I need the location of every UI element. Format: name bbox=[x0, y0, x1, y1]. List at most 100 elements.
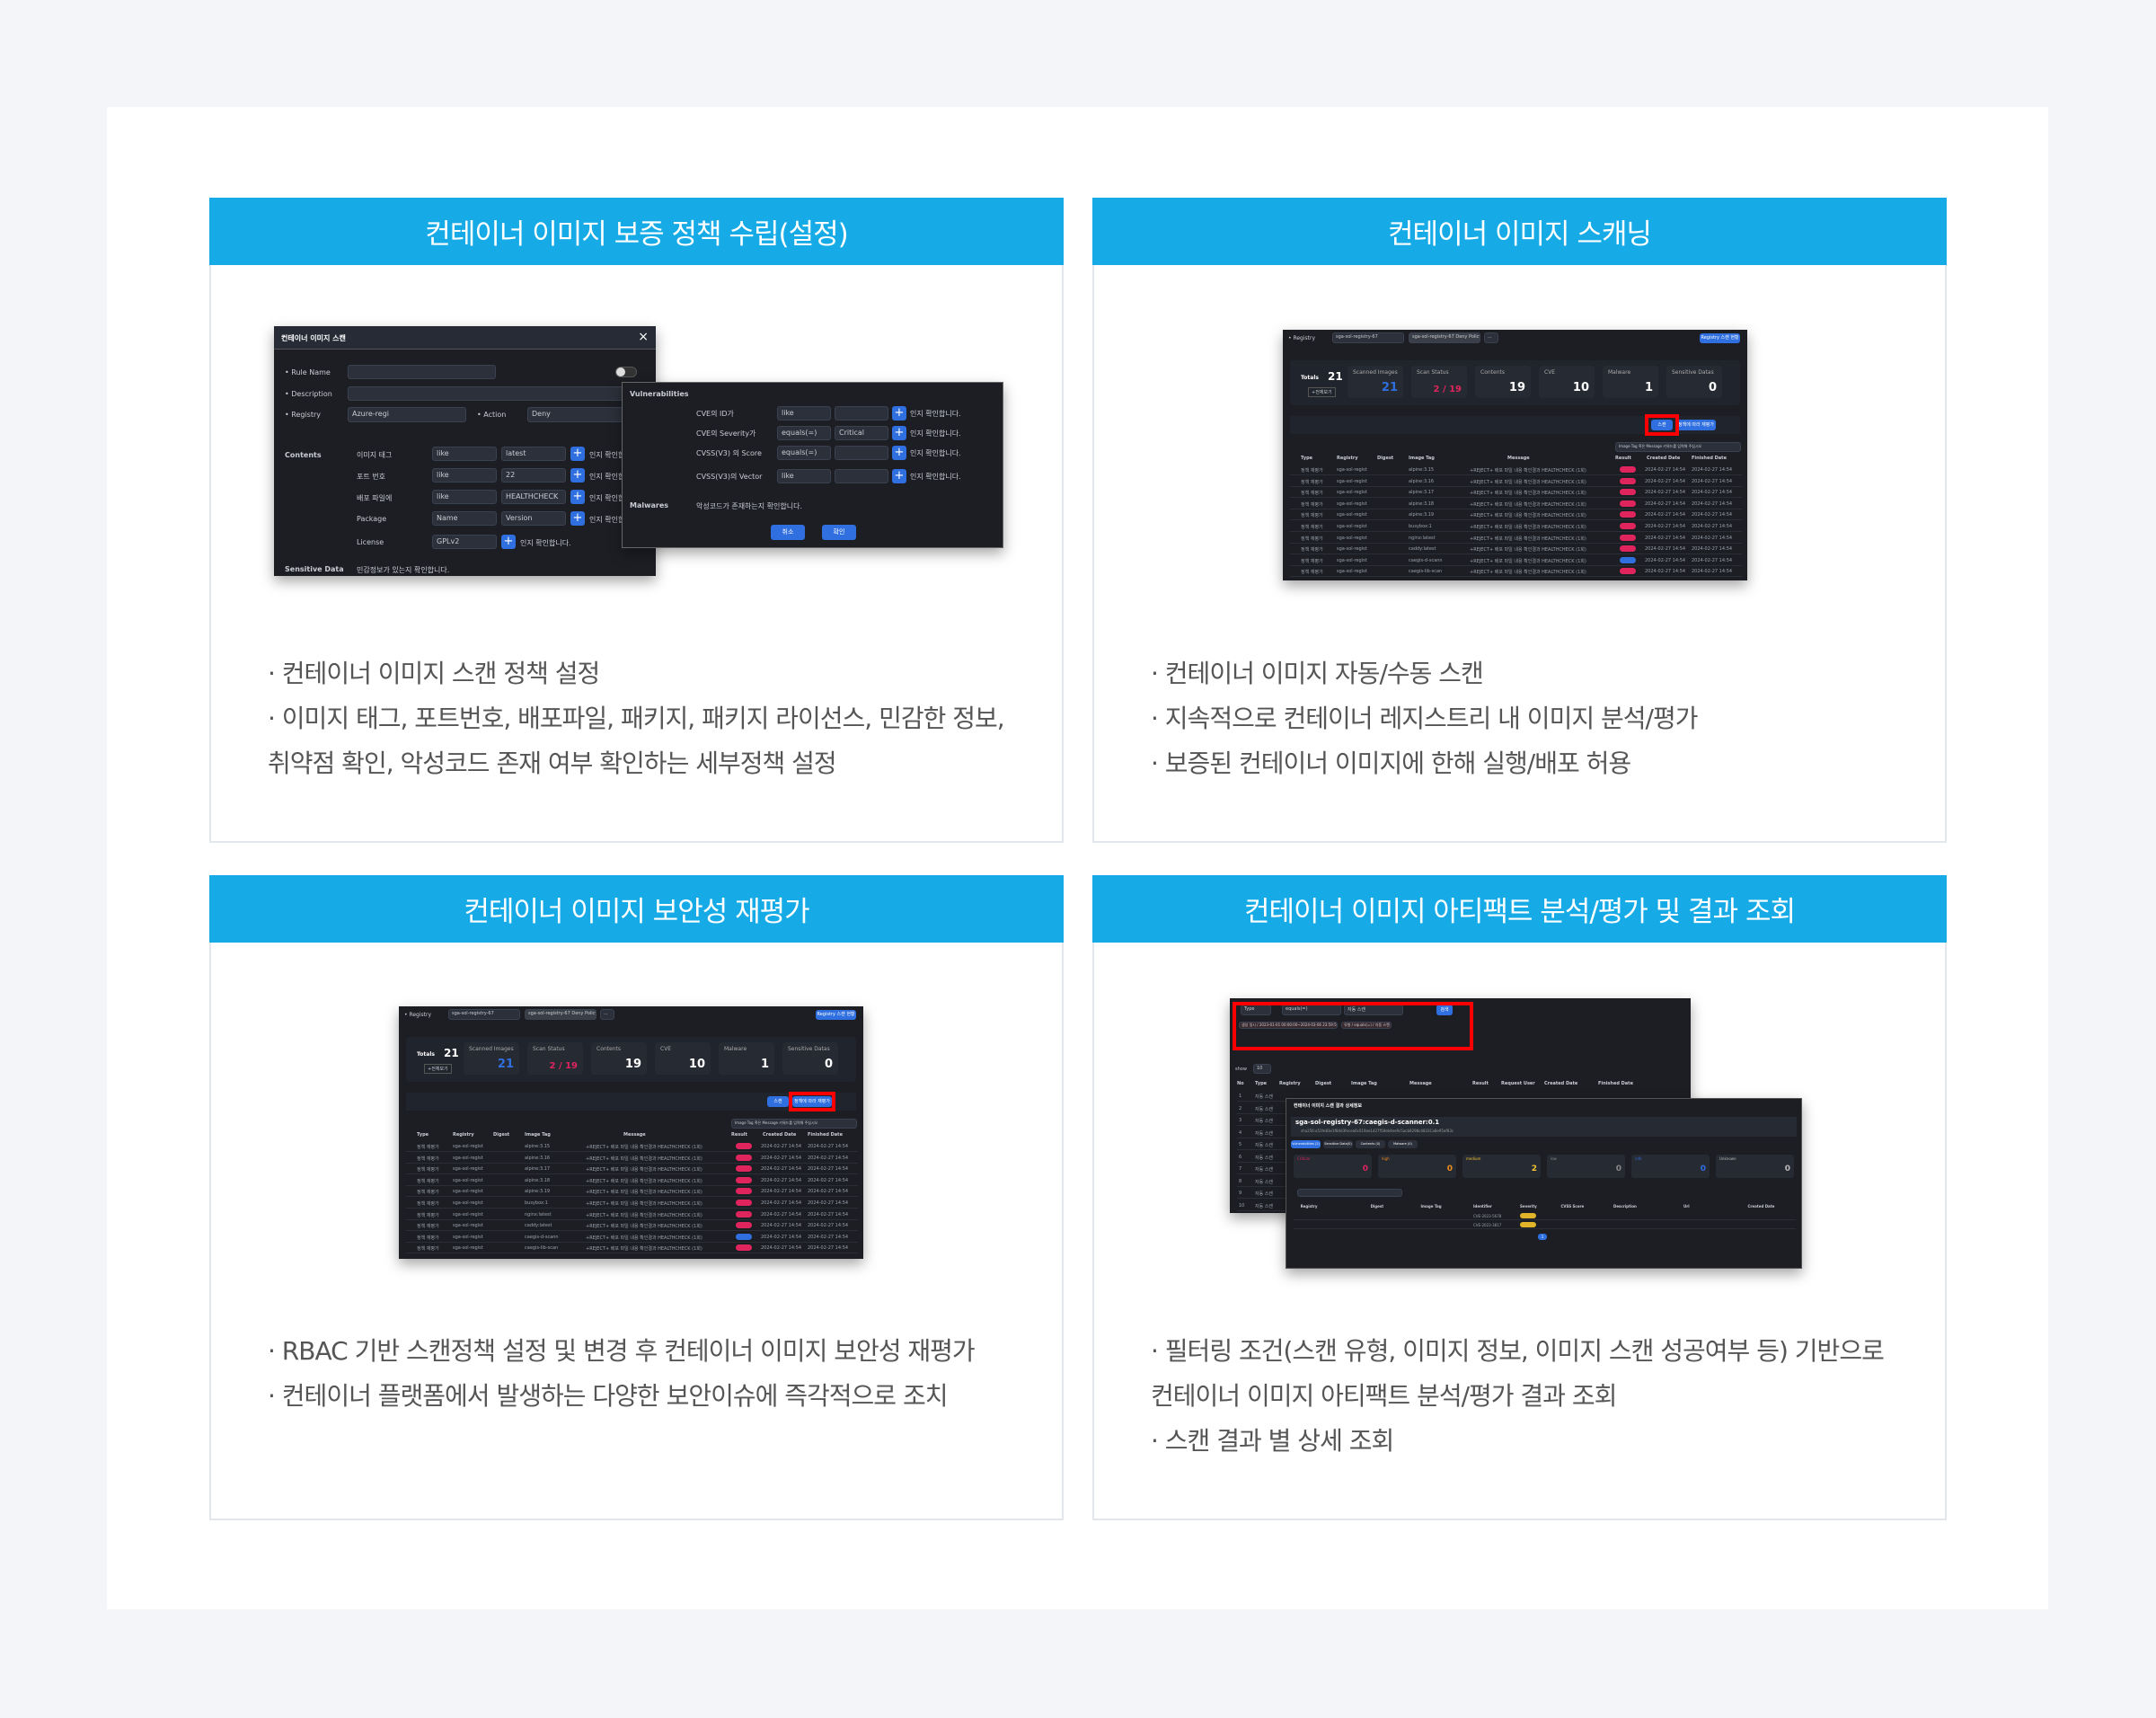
add-icon[interactable]: + bbox=[570, 490, 585, 504]
operator-select[interactable]: Name bbox=[432, 511, 497, 526]
scan-button[interactable]: 스캔 bbox=[1651, 420, 1673, 430]
detail-row[interactable]: CVE-2023-5678 bbox=[1294, 1212, 1796, 1220]
search-input[interactable]: Image Tag 혹은 Message 키워드를 입력해 주십시오 bbox=[731, 1119, 857, 1129]
entries-select[interactable]: 10 bbox=[1253, 1064, 1271, 1074]
column-header[interactable]: Result bbox=[1615, 456, 1631, 461]
column-header[interactable]: Digest bbox=[1370, 1204, 1384, 1209]
column-header[interactable]: Registry bbox=[1279, 1081, 1301, 1086]
column-header[interactable]: Url bbox=[1683, 1204, 1690, 1209]
license-checkbox[interactable]: License bbox=[357, 538, 384, 546]
registry-select[interactable]: Azure-regi bbox=[348, 407, 466, 422]
column-header[interactable]: Type bbox=[417, 1132, 429, 1138]
vuln-checkbox[interactable]: CVE의 Severity가 bbox=[696, 430, 756, 438]
column-header[interactable]: CVSS Score bbox=[1560, 1204, 1585, 1209]
content-checkbox[interactable]: 배포 파일에 bbox=[357, 494, 393, 502]
registry-select[interactable]: sga-sol-registry-67 bbox=[448, 1009, 520, 1020]
value-input[interactable]: 22 bbox=[501, 468, 566, 483]
column-header[interactable]: Finished Date bbox=[808, 1132, 843, 1138]
add-icon[interactable]: + bbox=[892, 446, 906, 460]
rule-name-input[interactable] bbox=[348, 365, 496, 379]
pagination-page[interactable]: 1 bbox=[1538, 1234, 1547, 1240]
column-header[interactable]: Finished Date bbox=[1598, 1081, 1633, 1086]
content-checkbox[interactable]: Package bbox=[357, 515, 387, 523]
column-header[interactable]: Digest bbox=[1315, 1081, 1332, 1086]
content-checkbox[interactable]: 포트 번호 bbox=[357, 473, 385, 481]
column-header[interactable]: Message bbox=[1507, 456, 1530, 461]
column-header[interactable]: Registry bbox=[1300, 1204, 1318, 1209]
column-header[interactable]: Result bbox=[731, 1132, 747, 1138]
column-header[interactable]: Created Date bbox=[1647, 456, 1681, 461]
show-all-button[interactable]: +전체보기 bbox=[1308, 387, 1336, 397]
detail-tab[interactable]: Malware (0) bbox=[1388, 1140, 1418, 1148]
vuln-checkbox[interactable]: CVSS(V3)의 Vector bbox=[696, 473, 763, 481]
operator-select[interactable]: like bbox=[432, 447, 497, 461]
search-input[interactable]: Image Tag 혹은 Message 키워드를 입력해 주십시오 bbox=[1615, 442, 1741, 452]
column-header[interactable]: Created Date bbox=[763, 1132, 797, 1138]
operator-select[interactable]: like bbox=[432, 468, 497, 483]
column-header[interactable]: Type bbox=[1301, 456, 1313, 461]
column-header[interactable]: Image Tag bbox=[1351, 1081, 1377, 1086]
detail-tab[interactable]: Sensitive Data(0) bbox=[1323, 1140, 1353, 1148]
column-header[interactable]: No bbox=[1237, 1081, 1244, 1086]
column-header[interactable]: Created Date bbox=[1747, 1204, 1775, 1209]
confirm-button[interactable]: 확인 bbox=[822, 525, 856, 540]
search-button[interactable]: 검색 bbox=[1436, 1005, 1453, 1015]
detail-row[interactable]: CVE-2023-3817 bbox=[1294, 1221, 1796, 1229]
filter-chip[interactable]: 유형 / equals(=) / 자동 스캔 × bbox=[1341, 1022, 1392, 1029]
license-input[interactable]: GPLv2 bbox=[432, 535, 497, 549]
operator-select[interactable]: equals(=) bbox=[777, 426, 831, 440]
column-header[interactable]: Severity bbox=[1520, 1204, 1537, 1209]
add-icon[interactable]: + bbox=[892, 406, 906, 421]
more-button[interactable]: ... bbox=[600, 1009, 614, 1020]
column-header[interactable]: Image Tag bbox=[1420, 1204, 1442, 1209]
rescan-button[interactable]: 정책에 따라 재평가 bbox=[1676, 420, 1716, 430]
scan-button[interactable]: 스캔 bbox=[767, 1096, 789, 1107]
value-input[interactable]: HEALTHCHECK bbox=[501, 490, 566, 504]
column-header[interactable]: Registry bbox=[1337, 456, 1358, 461]
detail-search-input[interactable] bbox=[1297, 1189, 1402, 1197]
value-input[interactable]: latest bbox=[501, 447, 566, 461]
column-header[interactable]: Image Tag bbox=[1409, 456, 1435, 461]
enable-toggle[interactable] bbox=[615, 367, 637, 377]
detail-tab[interactable]: Contents (0) bbox=[1356, 1140, 1385, 1148]
filter-chip[interactable]: 생성 일시 / 2023-01-01 00:00:00~2024-03-06 2… bbox=[1239, 1022, 1338, 1029]
column-header[interactable]: Description bbox=[1613, 1204, 1637, 1209]
value-input[interactable] bbox=[835, 446, 888, 460]
registry-scan-button[interactable]: Registry 스캔 현황 bbox=[816, 1010, 856, 1020]
column-header[interactable]: Message bbox=[1409, 1081, 1432, 1086]
add-icon[interactable]: + bbox=[570, 511, 585, 526]
column-header[interactable]: Digest bbox=[493, 1132, 510, 1138]
column-header[interactable]: Type bbox=[1255, 1081, 1268, 1086]
value-input[interactable] bbox=[835, 469, 888, 483]
operator-select[interactable]: like bbox=[777, 406, 831, 421]
add-icon[interactable]: + bbox=[570, 468, 585, 483]
column-header[interactable]: Message bbox=[623, 1132, 646, 1138]
operator-select[interactable]: equals(=) bbox=[777, 446, 831, 460]
operator-select[interactable]: like bbox=[432, 490, 497, 504]
value-input[interactable] bbox=[835, 406, 888, 421]
registry-select[interactable]: sga-sol-registry-67 bbox=[1332, 332, 1404, 343]
column-header[interactable]: Request User bbox=[1501, 1081, 1535, 1086]
add-icon[interactable]: + bbox=[892, 469, 906, 483]
vuln-checkbox[interactable]: CVSS(V3) 의 Score bbox=[696, 449, 762, 457]
column-header[interactable]: Created Date bbox=[1544, 1081, 1578, 1086]
show-all-button[interactable]: +전체보기 bbox=[424, 1064, 452, 1074]
operator-select[interactable]: like bbox=[777, 469, 831, 483]
column-header[interactable]: Image Tag bbox=[525, 1132, 551, 1138]
